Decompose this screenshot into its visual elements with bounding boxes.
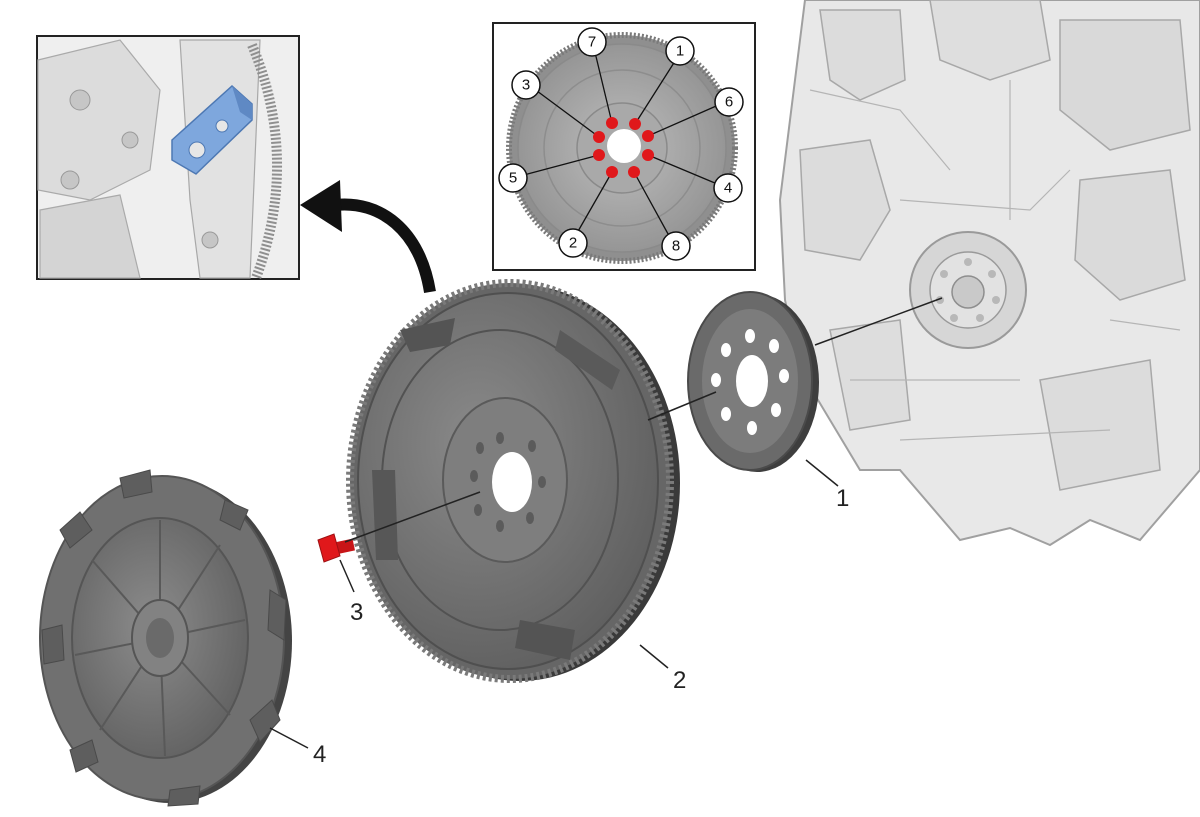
sequence-leader-lines	[519, 43, 724, 244]
bracket-detail-inset	[36, 35, 300, 280]
engine-block	[778, 0, 1200, 547]
sequence-step-2: 2	[569, 235, 577, 252]
drive-plate	[687, 291, 819, 472]
clutch-pressure-plate	[39, 469, 292, 807]
bolt-icon	[642, 130, 654, 142]
part-labels: 1 2 3 4	[313, 485, 849, 768]
bolt-positions	[593, 117, 654, 178]
leader-lines	[269, 297, 943, 749]
bracket-highlight	[171, 84, 253, 175]
sequence-step-4: 4	[724, 180, 732, 197]
sequence-step-8: 8	[672, 238, 680, 255]
callout-4: 4	[313, 741, 326, 768]
curved-arrow-icon	[300, 180, 436, 294]
bolt-icon	[593, 149, 605, 161]
bolt-icon	[629, 118, 641, 130]
sequence-step-7: 7	[588, 34, 596, 51]
bolt-icon	[606, 117, 618, 129]
bolt-icon	[606, 166, 618, 178]
callout-3: 3	[350, 599, 363, 626]
sequence-step-6: 6	[725, 94, 733, 111]
bolt-icon	[628, 166, 640, 178]
sequence-step-3: 3	[522, 77, 530, 94]
sequence-callouts	[498, 27, 744, 261]
sequence-step-5: 5	[509, 170, 517, 187]
bolt-icon	[642, 149, 654, 161]
tightening-sequence-inset: 1 2 3 4 5 6 7 8	[492, 22, 756, 271]
flywheel	[346, 279, 680, 683]
bolt-icon	[593, 131, 605, 143]
callout-2: 2	[673, 667, 686, 694]
flywheel-bolt	[317, 533, 355, 563]
sequence-step-1: 1	[676, 43, 684, 60]
callout-1: 1	[836, 485, 849, 512]
